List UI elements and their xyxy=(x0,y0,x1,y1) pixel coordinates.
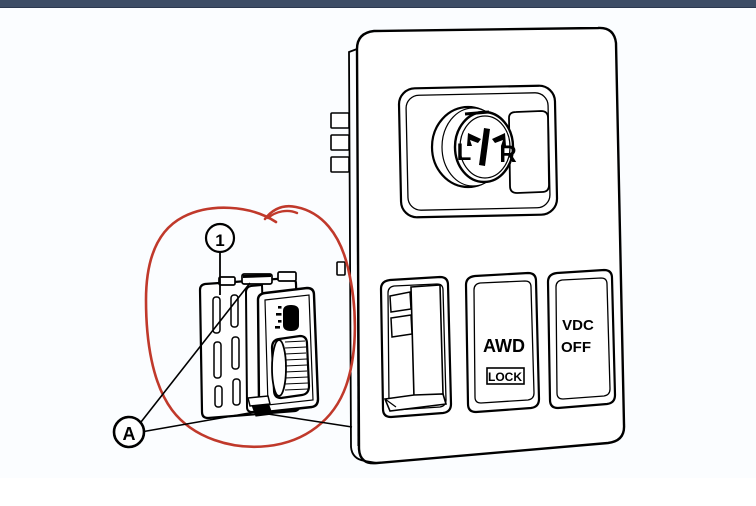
awd-label: AWD xyxy=(483,336,525,356)
callout-bubble-a: A xyxy=(112,415,146,449)
switch-top-lug-shade xyxy=(243,274,271,278)
lock-label-box xyxy=(486,367,525,385)
blank-switch-face xyxy=(410,284,444,399)
mirror-label-left: L xyxy=(457,139,472,166)
mirror-joystick-stem xyxy=(479,128,490,166)
leader-line-a-extension xyxy=(254,411,353,428)
mirror-label-right: R xyxy=(499,141,516,168)
panel-left-depth-edge-inner xyxy=(356,54,359,447)
awd-lock-switch-opening[interactable]: AWD LOCK xyxy=(464,271,541,414)
off-label: OFF xyxy=(561,339,591,356)
mirror-control-opening[interactable]: L R xyxy=(397,84,559,219)
lock-label: LOCK xyxy=(488,370,522,384)
callout-1-label: 1 xyxy=(215,231,224,250)
switch-front-bezel-inner xyxy=(264,294,314,406)
instrument-panel-switch-trim: L R AWD xyxy=(330,26,626,465)
headlamp-switch-assembly xyxy=(198,271,320,420)
leader-line-a-upper xyxy=(140,282,251,423)
panel-left-depth-edge xyxy=(348,48,378,464)
red-annotation-circle xyxy=(144,204,357,448)
callout-a-label: A xyxy=(123,424,136,444)
callout-bubble-1: 1 xyxy=(204,222,236,254)
panel-mount-tabs xyxy=(330,112,350,276)
mirror-knob-index-mark xyxy=(464,110,490,116)
window-top-bar xyxy=(0,0,756,8)
headlamp-symbol-icon xyxy=(275,305,299,331)
mirror-arrow-left xyxy=(467,133,481,146)
blank-switch-opening[interactable] xyxy=(379,275,453,419)
illumination-dimmer-knob[interactable] xyxy=(270,334,311,400)
vdc-label: VDC xyxy=(562,317,594,334)
panel-side-clip xyxy=(336,261,346,276)
mirror-arrow-right xyxy=(492,133,506,146)
mirror-select-rocker xyxy=(508,110,550,194)
leader-line-a-lower xyxy=(140,411,256,433)
leader-lines xyxy=(140,252,353,433)
vdc-off-switch-opening[interactable]: VDC OFF xyxy=(546,268,617,410)
switch-vent-slots xyxy=(212,294,241,408)
